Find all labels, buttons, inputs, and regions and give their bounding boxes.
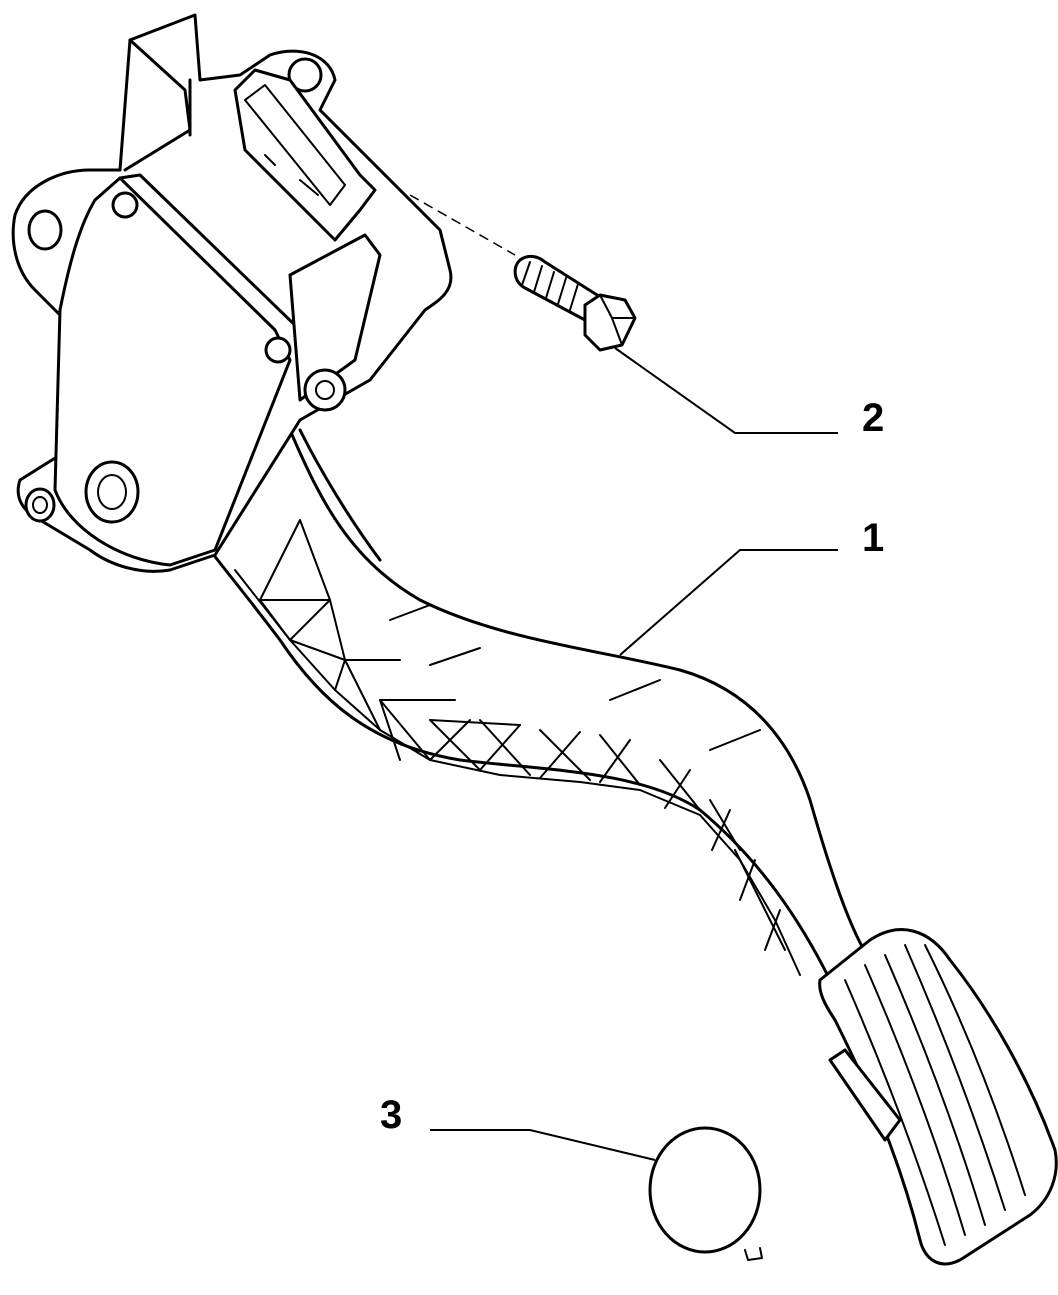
sensor-boss xyxy=(84,460,140,524)
leader-line-1 xyxy=(619,549,838,656)
leader-line-3 xyxy=(430,1129,656,1161)
pivot-nut xyxy=(303,368,347,412)
arm-truss xyxy=(234,519,801,976)
pedal-housing xyxy=(11,13,453,573)
pad-ribs xyxy=(844,944,1026,1246)
callout-2: 2 xyxy=(862,396,885,440)
pedal-arm xyxy=(208,428,872,982)
pedal-pad xyxy=(818,928,1058,1266)
bolt-axis-line xyxy=(409,194,516,256)
bolt-head xyxy=(583,293,637,352)
leader-line-2 xyxy=(614,347,838,434)
callout-1: 1 xyxy=(862,516,885,560)
sensor-screw-right xyxy=(264,336,292,364)
electrical-connector xyxy=(233,68,377,242)
sensor-screw-top xyxy=(111,191,139,219)
bolt xyxy=(513,254,637,352)
pedal-cap xyxy=(648,1126,763,1261)
mounting-hole-upper xyxy=(27,209,63,251)
callout-3: 3 xyxy=(380,1093,403,1137)
mounting-hole-lower xyxy=(24,487,56,523)
mounting-hole-top xyxy=(287,57,323,93)
